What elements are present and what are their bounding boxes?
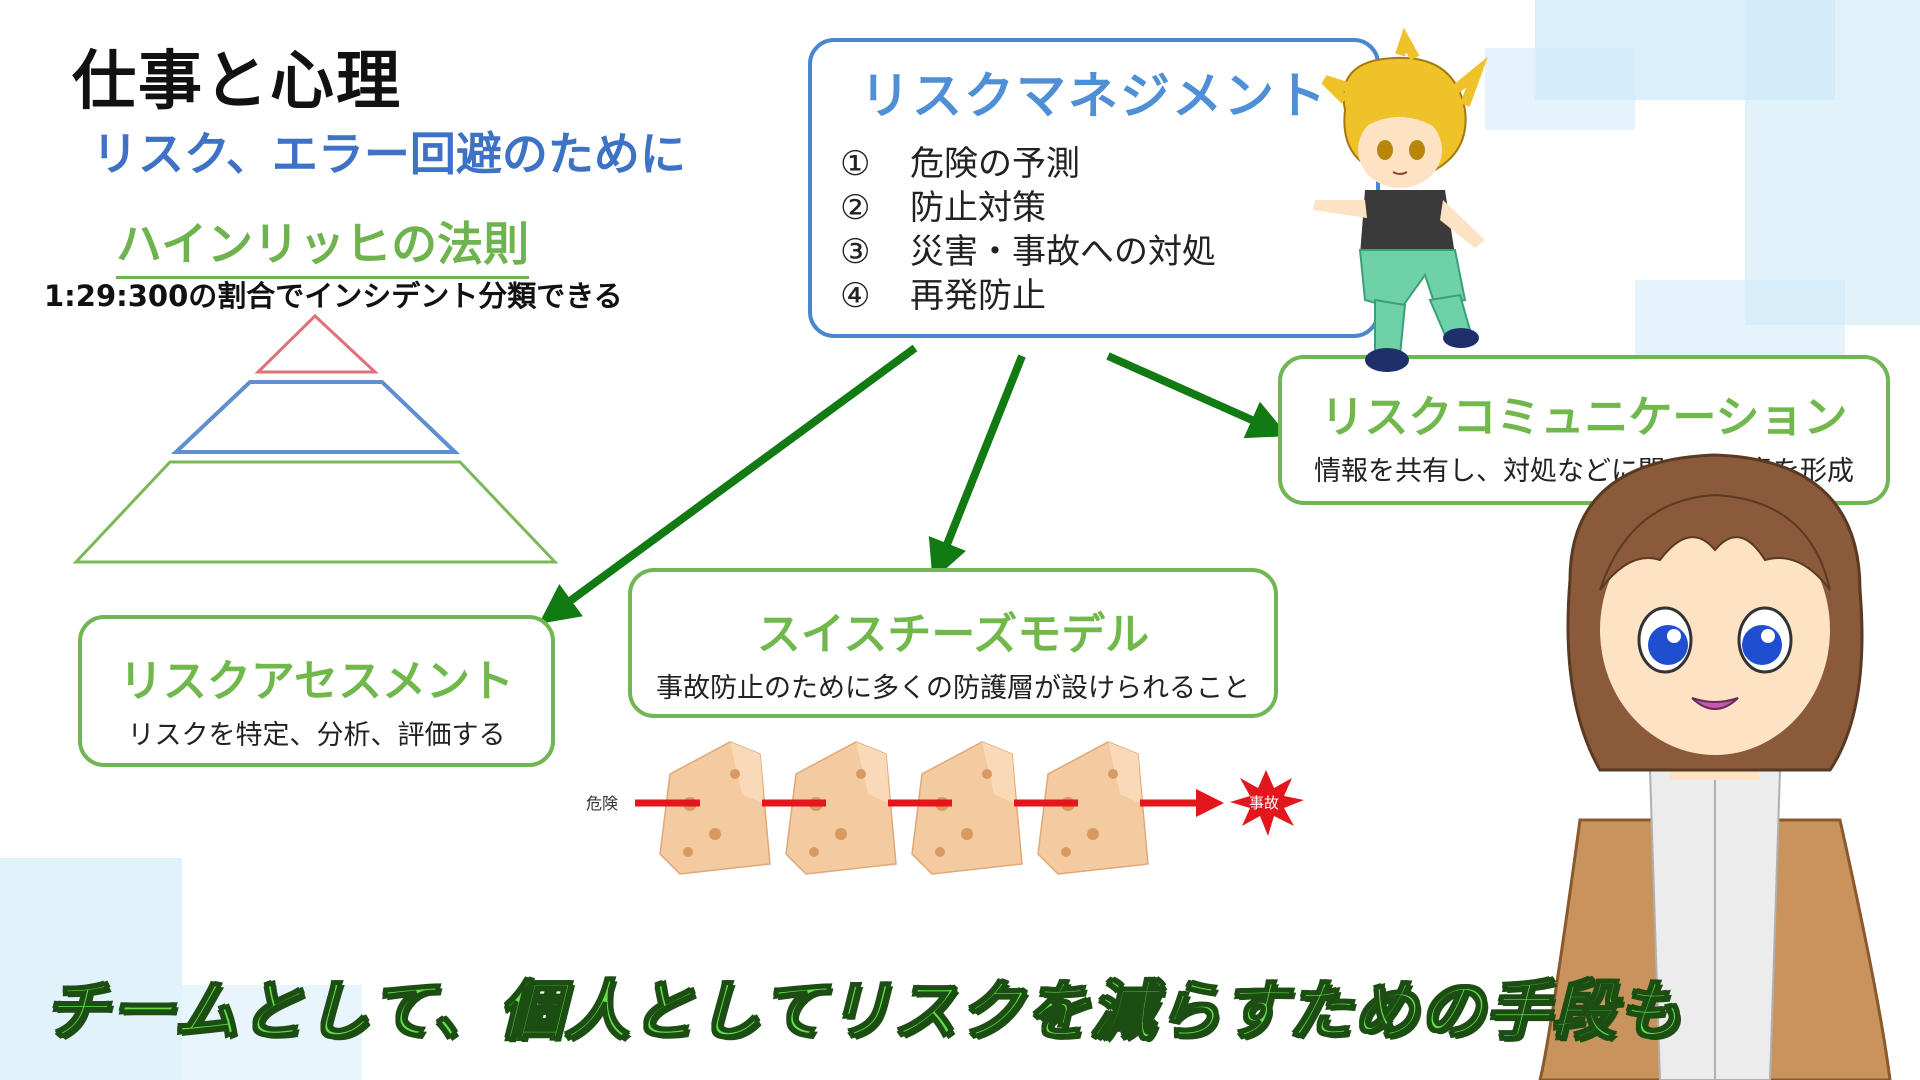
heinrich-pyramid <box>72 313 559 564</box>
presenter-character <box>1538 453 1892 1080</box>
risk-management-title: リスクマネジメント <box>860 67 1328 125</box>
pyramid-top <box>254 313 379 374</box>
pyramid-middle <box>170 380 460 454</box>
video-caption: チームとして、個人としてリスクを減らすための手段も <box>43 974 1684 1050</box>
deco-square <box>0 858 182 1080</box>
cheese-slice <box>785 741 897 875</box>
deco-square <box>1745 0 1920 325</box>
cheese-slice <box>1037 741 1149 875</box>
deco-square <box>182 985 362 1080</box>
page-title: 仕事と心理 <box>72 45 402 119</box>
risk-assessment-title: リスクアセスメント <box>118 656 515 707</box>
accident-burst <box>1230 770 1304 836</box>
risk-assessment-description: リスクを特定、分析、評価する <box>127 720 506 751</box>
accident-label: 事故 <box>1249 794 1280 812</box>
page-subtitle: リスク、エラー回避のために <box>92 127 686 181</box>
hazard-label: 危険 <box>586 794 619 813</box>
heinrich-law-title: ハインリッヒの法則 <box>116 208 530 279</box>
deco-square <box>1485 48 1635 130</box>
arrow-to-swiss-cheese <box>928 354 1026 581</box>
swiss-cheese-title: スイスチーズモデル <box>756 609 1150 660</box>
swiss-cheese-box: スイスチーズモデル 事故防止のために多くの防護層が設けられること <box>628 568 1278 718</box>
cheese-slice <box>659 741 771 875</box>
risk-communication-box: リスクコミュニケーション 情報を共有し、対処などに関する合意を形成 <box>1278 355 1890 505</box>
heinrich-law-description: 1:29:300の割合でインシデント分類できる <box>44 279 623 313</box>
cheese-slice <box>911 741 1023 875</box>
swiss-cheese-illustration <box>635 741 1304 875</box>
arrow-to-communication <box>1106 352 1289 439</box>
running-character <box>1313 27 1488 372</box>
arrow-to-assessment <box>538 344 918 624</box>
pyramid-base <box>72 460 559 564</box>
risk-assessment-box: リスクアセスメント リスクを特定、分析、評価する <box>78 615 555 767</box>
swiss-cheese-description: 事故防止のために多くの防護層が設けられること <box>656 673 1250 704</box>
risk-communication-title: リスクコミュニケーション <box>1320 392 1848 443</box>
